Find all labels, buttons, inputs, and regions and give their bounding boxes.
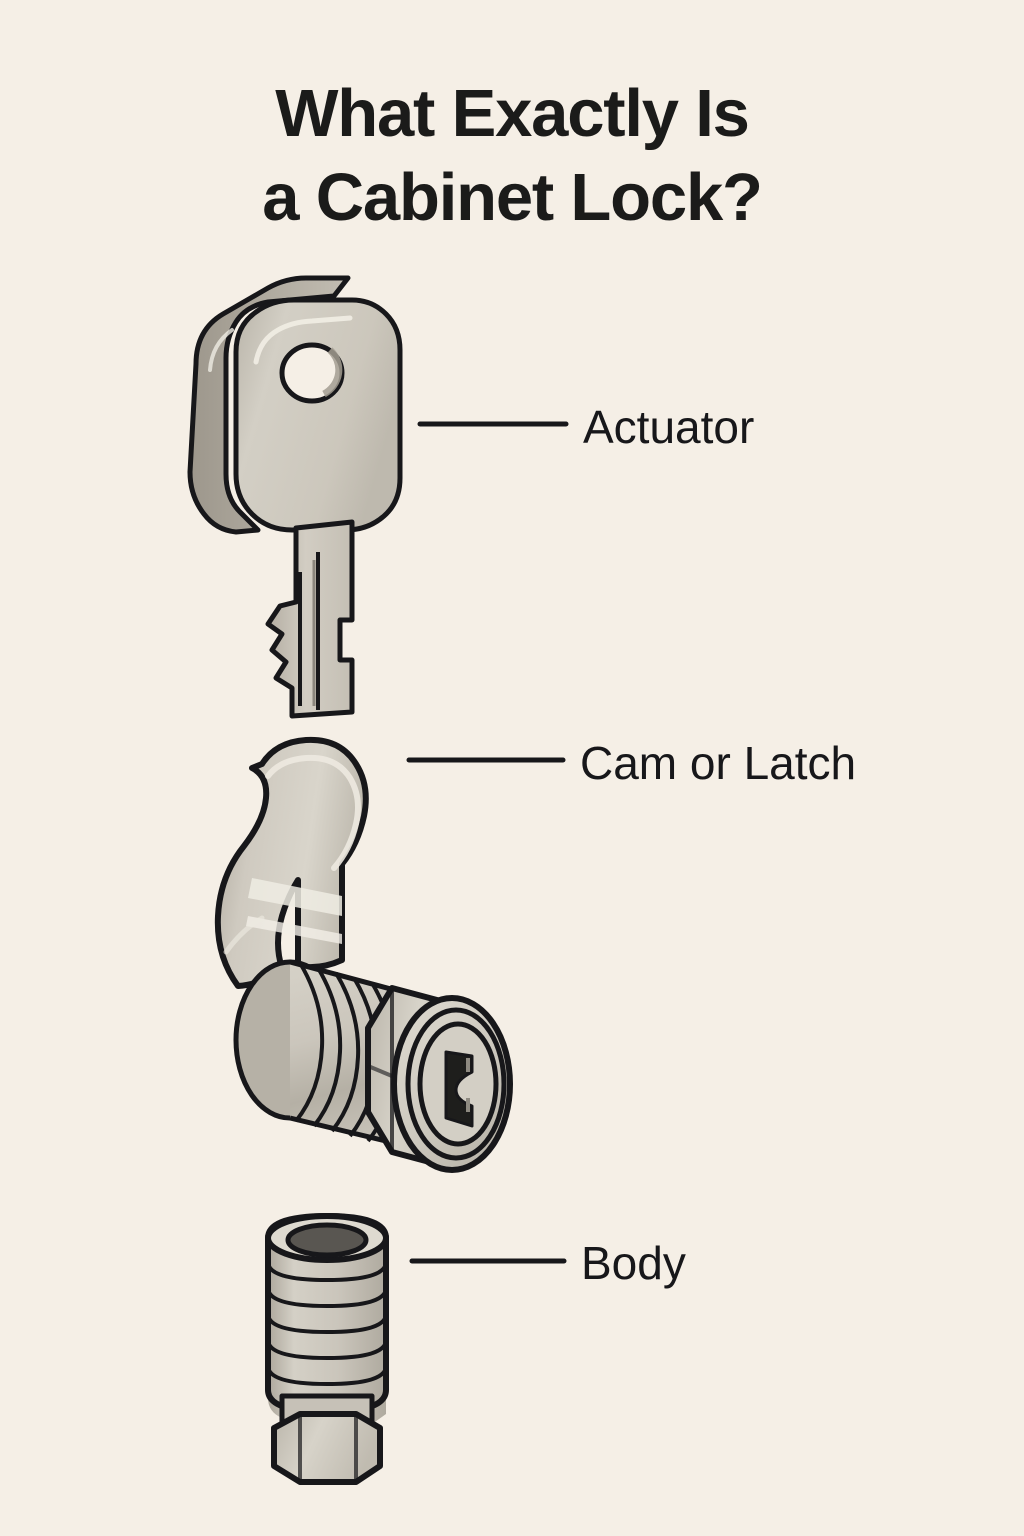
part-label-actuator: Actuator	[583, 401, 755, 453]
page-title-line-2: a Cabinet Lock?	[262, 160, 763, 235]
lock-body-illustration	[265, 1213, 567, 1485]
actuator-key-illustration	[187, 275, 569, 719]
cam-lock-illustration	[214, 736, 566, 1173]
page-title: What Exactly Is a Cabinet Lock?	[0, 72, 1024, 240]
part-label-body: Body	[581, 1237, 686, 1289]
part-label-cam-or-latch: Cam or Latch	[580, 737, 857, 789]
page-title-line-1: What Exactly Is	[275, 76, 750, 151]
